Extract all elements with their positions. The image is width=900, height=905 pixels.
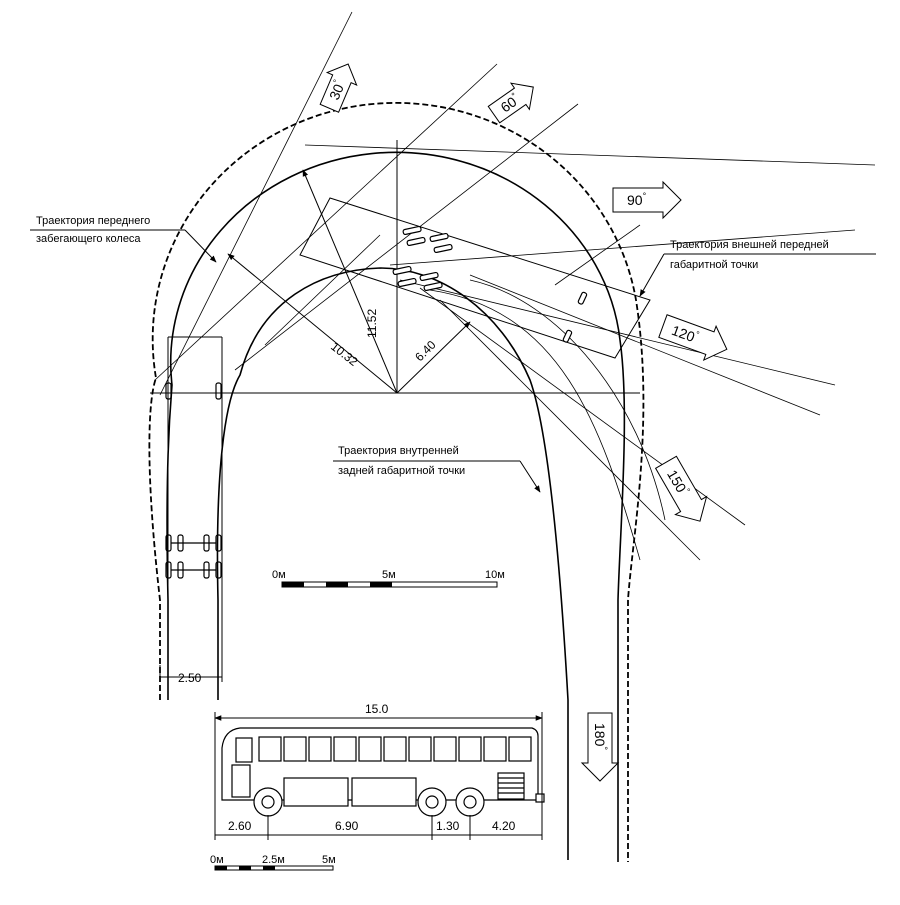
inner-rear-annotation: Траектория внутренней задней габаритной …	[333, 445, 541, 493]
svg-text:30°: 30°	[325, 78, 348, 103]
bus-wheels	[253, 787, 485, 817]
svg-text:0м: 0м	[210, 854, 224, 866]
svg-text:Траектория переднего: Траектория переднего	[36, 215, 150, 227]
bus-scale-bar: 0м 2.5м 5м	[210, 854, 336, 871]
svg-text:180°: 180°	[592, 723, 609, 750]
radius-outer-label: 11.52	[365, 309, 379, 338]
bus-rear-overhang: 4.20	[492, 819, 516, 833]
svg-text:0м: 0м	[272, 569, 286, 581]
angle-90: 90°	[612, 180, 682, 220]
width-dimension	[159, 665, 223, 682]
bus-axle-spacing: 1.30	[436, 819, 460, 833]
bus-grille	[497, 772, 525, 800]
wheel-marks	[165, 382, 222, 579]
trajectories	[148, 101, 666, 862]
bus-side-view	[221, 727, 545, 817]
bus-dimensions	[214, 712, 543, 840]
front-wheel-trajectory	[166, 151, 626, 862]
svg-text:Траектория внешней передней: Траектория внешней передней	[670, 239, 829, 251]
main-scale-bar: 0м 5м 10м	[272, 569, 505, 588]
svg-text:5м: 5м	[322, 854, 336, 866]
bus-length-label: 15.0	[365, 702, 389, 716]
radius-mid-label: 10.32	[328, 339, 361, 369]
angle-180: 180°	[580, 712, 620, 782]
width-dimension-label: 2.50	[178, 671, 202, 685]
angle-rays	[154, 11, 876, 561]
parked-bus-outline	[165, 336, 223, 680]
svg-text:60°: 60°	[497, 90, 523, 115]
svg-text:5м: 5м	[382, 569, 396, 581]
svg-text:задней габаритной точки: задней габаритной точки	[338, 465, 465, 477]
svg-text:забегающего колеса: забегающего колеса	[36, 233, 141, 245]
svg-text:90°: 90°	[627, 191, 647, 208]
bus-windows	[235, 736, 532, 763]
svg-text:120°: 120°	[670, 321, 702, 346]
angle-60: 60°	[487, 82, 534, 124]
inner-rear-trajectory	[216, 267, 569, 860]
radius-inner-label: 6.40	[412, 337, 439, 364]
svg-text:2.5м: 2.5м	[262, 854, 285, 866]
angle-120: 120°	[658, 314, 728, 362]
svg-text:10м: 10м	[485, 569, 505, 581]
turning-bus-outline	[299, 197, 651, 359]
angle-150: 150°	[654, 455, 708, 522]
svg-text:Траектория внутренней: Траектория внутренней	[338, 445, 459, 457]
angle-30: 30°	[319, 63, 358, 113]
front-wheel-annotation: Траектория переднего забегающего колеса	[30, 215, 217, 263]
bus-front-overhang: 2.60	[228, 819, 252, 833]
radius-lines	[227, 169, 471, 394]
bus-wheelbase: 6.90	[335, 819, 359, 833]
outer-front-annotation: Траектория внешней передней габаритной т…	[639, 239, 876, 297]
svg-text:габаритной точки: габаритной точки	[670, 259, 758, 271]
center-axes	[150, 140, 640, 394]
